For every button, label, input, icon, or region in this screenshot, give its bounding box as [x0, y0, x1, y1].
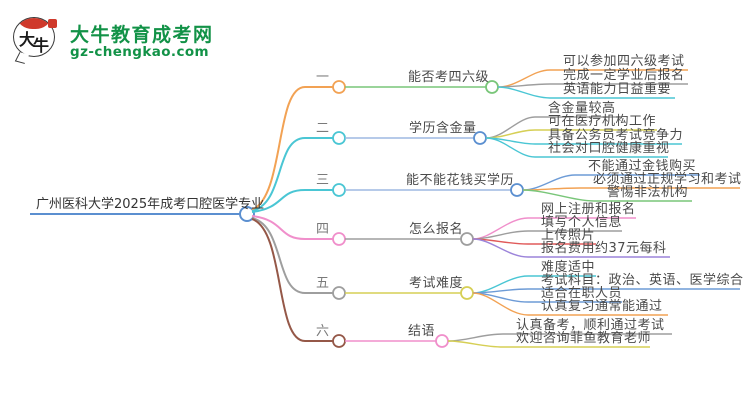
logo: 大 牛 大牛教育成考网 gz-chengkao.com — [12, 13, 272, 69]
daniu-bull-logo-icon: 大 牛 — [12, 14, 58, 64]
branch-3-circle — [332, 183, 346, 197]
branch-3-leaf-1: 不能通过金钱购买 — [588, 159, 697, 174]
branch-4-leaf-3: 上传照片 — [541, 228, 596, 243]
branch-2-circle — [332, 131, 346, 145]
topic-6-circle — [435, 334, 449, 348]
branch-4-leaf-2: 填写个人信息 — [541, 215, 623, 230]
branch-5-leaf-1: 难度适中 — [541, 260, 596, 275]
branch-5-circle — [332, 286, 346, 300]
branch-1-topic: 能否考四六级 — [408, 70, 490, 85]
branch-4-index: 四 — [316, 222, 330, 237]
branch-6-leaf-1: 认真备考，顺利通过考试 — [516, 318, 665, 333]
branch-2-leaf-2: 可在医疗机构工作 — [548, 114, 657, 129]
branch-3-index: 三 — [316, 173, 330, 188]
branch-1-leaf-3: 英语能力日益重要 — [563, 82, 672, 97]
branch-6-index: 六 — [316, 324, 330, 339]
brand-domain: gz-chengkao.com — [70, 44, 210, 60]
branch-4-leaf-1: 网上注册和报名 — [541, 202, 636, 217]
branch-6-circle — [332, 334, 346, 348]
logo-char-niu: 牛 — [32, 36, 49, 55]
branch-1-index: 一 — [316, 70, 330, 85]
branch-3-leaf-3: 警惕非法机构 — [607, 185, 689, 200]
logo-char-da: 大 — [19, 30, 36, 49]
branch-5-leaf-2: 考试科目：政治、英语、医学综合 — [541, 273, 744, 288]
seal-icon — [48, 19, 57, 28]
branch-5-leaf-4: 认真复习通常能通过 — [541, 299, 663, 314]
red-arc-icon — [17, 18, 51, 29]
branch-2-leaf-4: 社会对口腔健康重视 — [548, 141, 670, 156]
branch-3-leaf-2: 必须通过正规学习和考试 — [593, 172, 742, 187]
branch-2-topic: 学历含金量 — [409, 121, 477, 136]
branch-5-index: 五 — [316, 276, 330, 291]
central-topic: 广州医科大学2025年成考口腔医学专业 — [36, 197, 265, 212]
branch-1-circle — [332, 80, 346, 94]
branch-4-leaf-4: 报名费用约37元每科 — [541, 241, 667, 256]
branch-2-index: 二 — [316, 121, 330, 136]
brand-name: 大牛教育成考网 — [70, 24, 214, 46]
branch-1-leaf-2: 完成一定学业后报名 — [563, 68, 685, 83]
branch-6-leaf-2: 欢迎咨询菲鱼教育老师 — [516, 331, 652, 346]
branch-4-topic: 怎么报名 — [409, 222, 464, 237]
branch-6-topic: 结语 — [408, 324, 436, 339]
branch-3-topic: 能不能花钱买学历 — [406, 173, 515, 188]
branch-2-leaf-1: 含金量较高 — [548, 101, 616, 116]
branch-5-topic: 考试难度 — [409, 276, 464, 291]
central-node-circle — [239, 206, 255, 222]
branch-2-leaf-3: 具备公务员考试竞争力 — [548, 128, 684, 143]
branch-1-leaf-1: 可以参加四六级考试 — [563, 54, 685, 69]
branch-4-circle — [332, 232, 346, 246]
branch-5-leaf-3: 适合在职人员 — [541, 286, 623, 301]
